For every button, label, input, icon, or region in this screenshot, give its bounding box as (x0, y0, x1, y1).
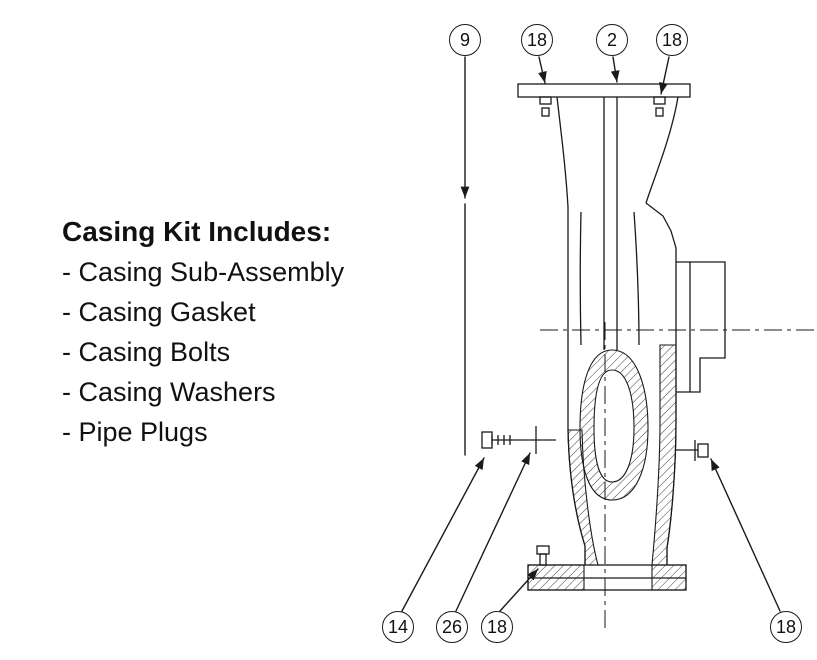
top-flange-bolt-left-nut (541, 107, 550, 117)
callout-balloon-26: 26 (436, 611, 468, 643)
callout-balloon-2: 2 (596, 24, 628, 56)
passage-wall-left (579, 211, 582, 346)
bottom-flange-section-right (651, 564, 687, 591)
top-flange-bolt-left-head (539, 96, 552, 105)
casing-outline (481, 83, 726, 591)
note-item: - Pipe Plugs (62, 417, 208, 447)
callout-balloon-18-top-right: 18 (656, 24, 688, 56)
note-item: - Casing Gasket (62, 297, 256, 327)
bottom-bolt-head (536, 545, 550, 555)
leader-callout-14 (401, 457, 485, 612)
casing-kit-note: Casing Kit Includes: - Casing Sub-Assemb… (62, 212, 442, 452)
bottom-bolt-shank (539, 553, 547, 566)
section-hatching (527, 344, 687, 591)
right-plug-head (697, 443, 709, 458)
passage-wall-right (633, 211, 640, 346)
bottom-flange-section-left (527, 564, 585, 591)
pipe-plug-head (481, 431, 493, 449)
note-item: - Casing Bolts (62, 337, 231, 367)
top-flange-bolt-right-nut (655, 107, 664, 117)
callout-balloon-14: 14 (382, 611, 414, 643)
leader-callout-18-top-left (538, 56, 547, 84)
note-item: - Casing Washers (62, 377, 276, 407)
volute-hub-section (579, 349, 649, 501)
funnel-right-profile (645, 96, 679, 204)
discharge-block (676, 261, 726, 393)
leader-callout-18-top-right (659, 56, 670, 95)
leader-callout-26 (455, 452, 531, 612)
top-flange-bolt-right-head (653, 96, 666, 105)
note-title: Casing Kit Includes: (62, 216, 332, 247)
callout-balloon-18-right: 18 (770, 611, 802, 643)
body-right-upper (645, 202, 677, 262)
right-wall-section (651, 344, 677, 566)
callout-balloon-18-bottom: 18 (481, 611, 513, 643)
leader-lines (401, 56, 781, 612)
callout-balloon-18-top-left: 18 (521, 24, 553, 56)
top-flange (517, 83, 691, 98)
centerlines (540, 322, 815, 628)
funnel-left-profile (556, 96, 569, 208)
callout-balloon-9: 9 (449, 24, 481, 56)
leader-callout-2 (610, 56, 620, 83)
leader-callout-18-right (710, 458, 781, 612)
note-item: - Casing Sub-Assembly (62, 257, 345, 287)
